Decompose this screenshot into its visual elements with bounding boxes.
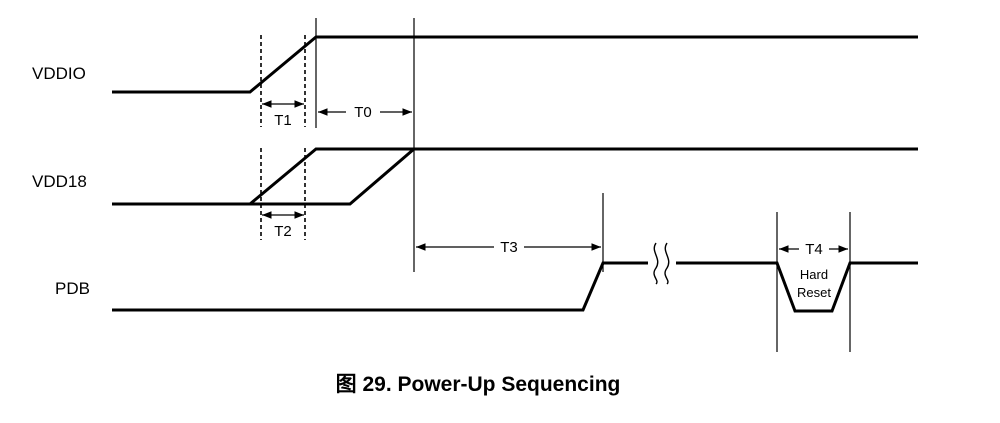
t4-label: T4 <box>805 241 823 258</box>
vdd18-label: VDD18 <box>32 172 87 191</box>
time-break-symbol <box>653 242 670 285</box>
t1-label: T1 <box>274 112 292 129</box>
vdd18-delayed-waveform <box>250 147 415 206</box>
hard-reset-label-line1: Hard <box>800 267 828 282</box>
vddio-label: VDDIO <box>32 64 86 83</box>
pdb-waveform-left <box>112 261 648 312</box>
t2-label: T2 <box>274 223 292 240</box>
pdb-label: PDB <box>55 279 90 298</box>
vddio-waveform <box>112 35 918 94</box>
pdb-waveform-right <box>676 261 918 313</box>
hard-reset-label-line2: Reset <box>797 285 831 300</box>
t3-label: T3 <box>500 239 518 256</box>
vdd18-waveform <box>112 147 918 206</box>
t0-label: T0 <box>354 104 372 121</box>
figure-caption: 图 29. Power-Up Sequencing <box>336 373 621 396</box>
